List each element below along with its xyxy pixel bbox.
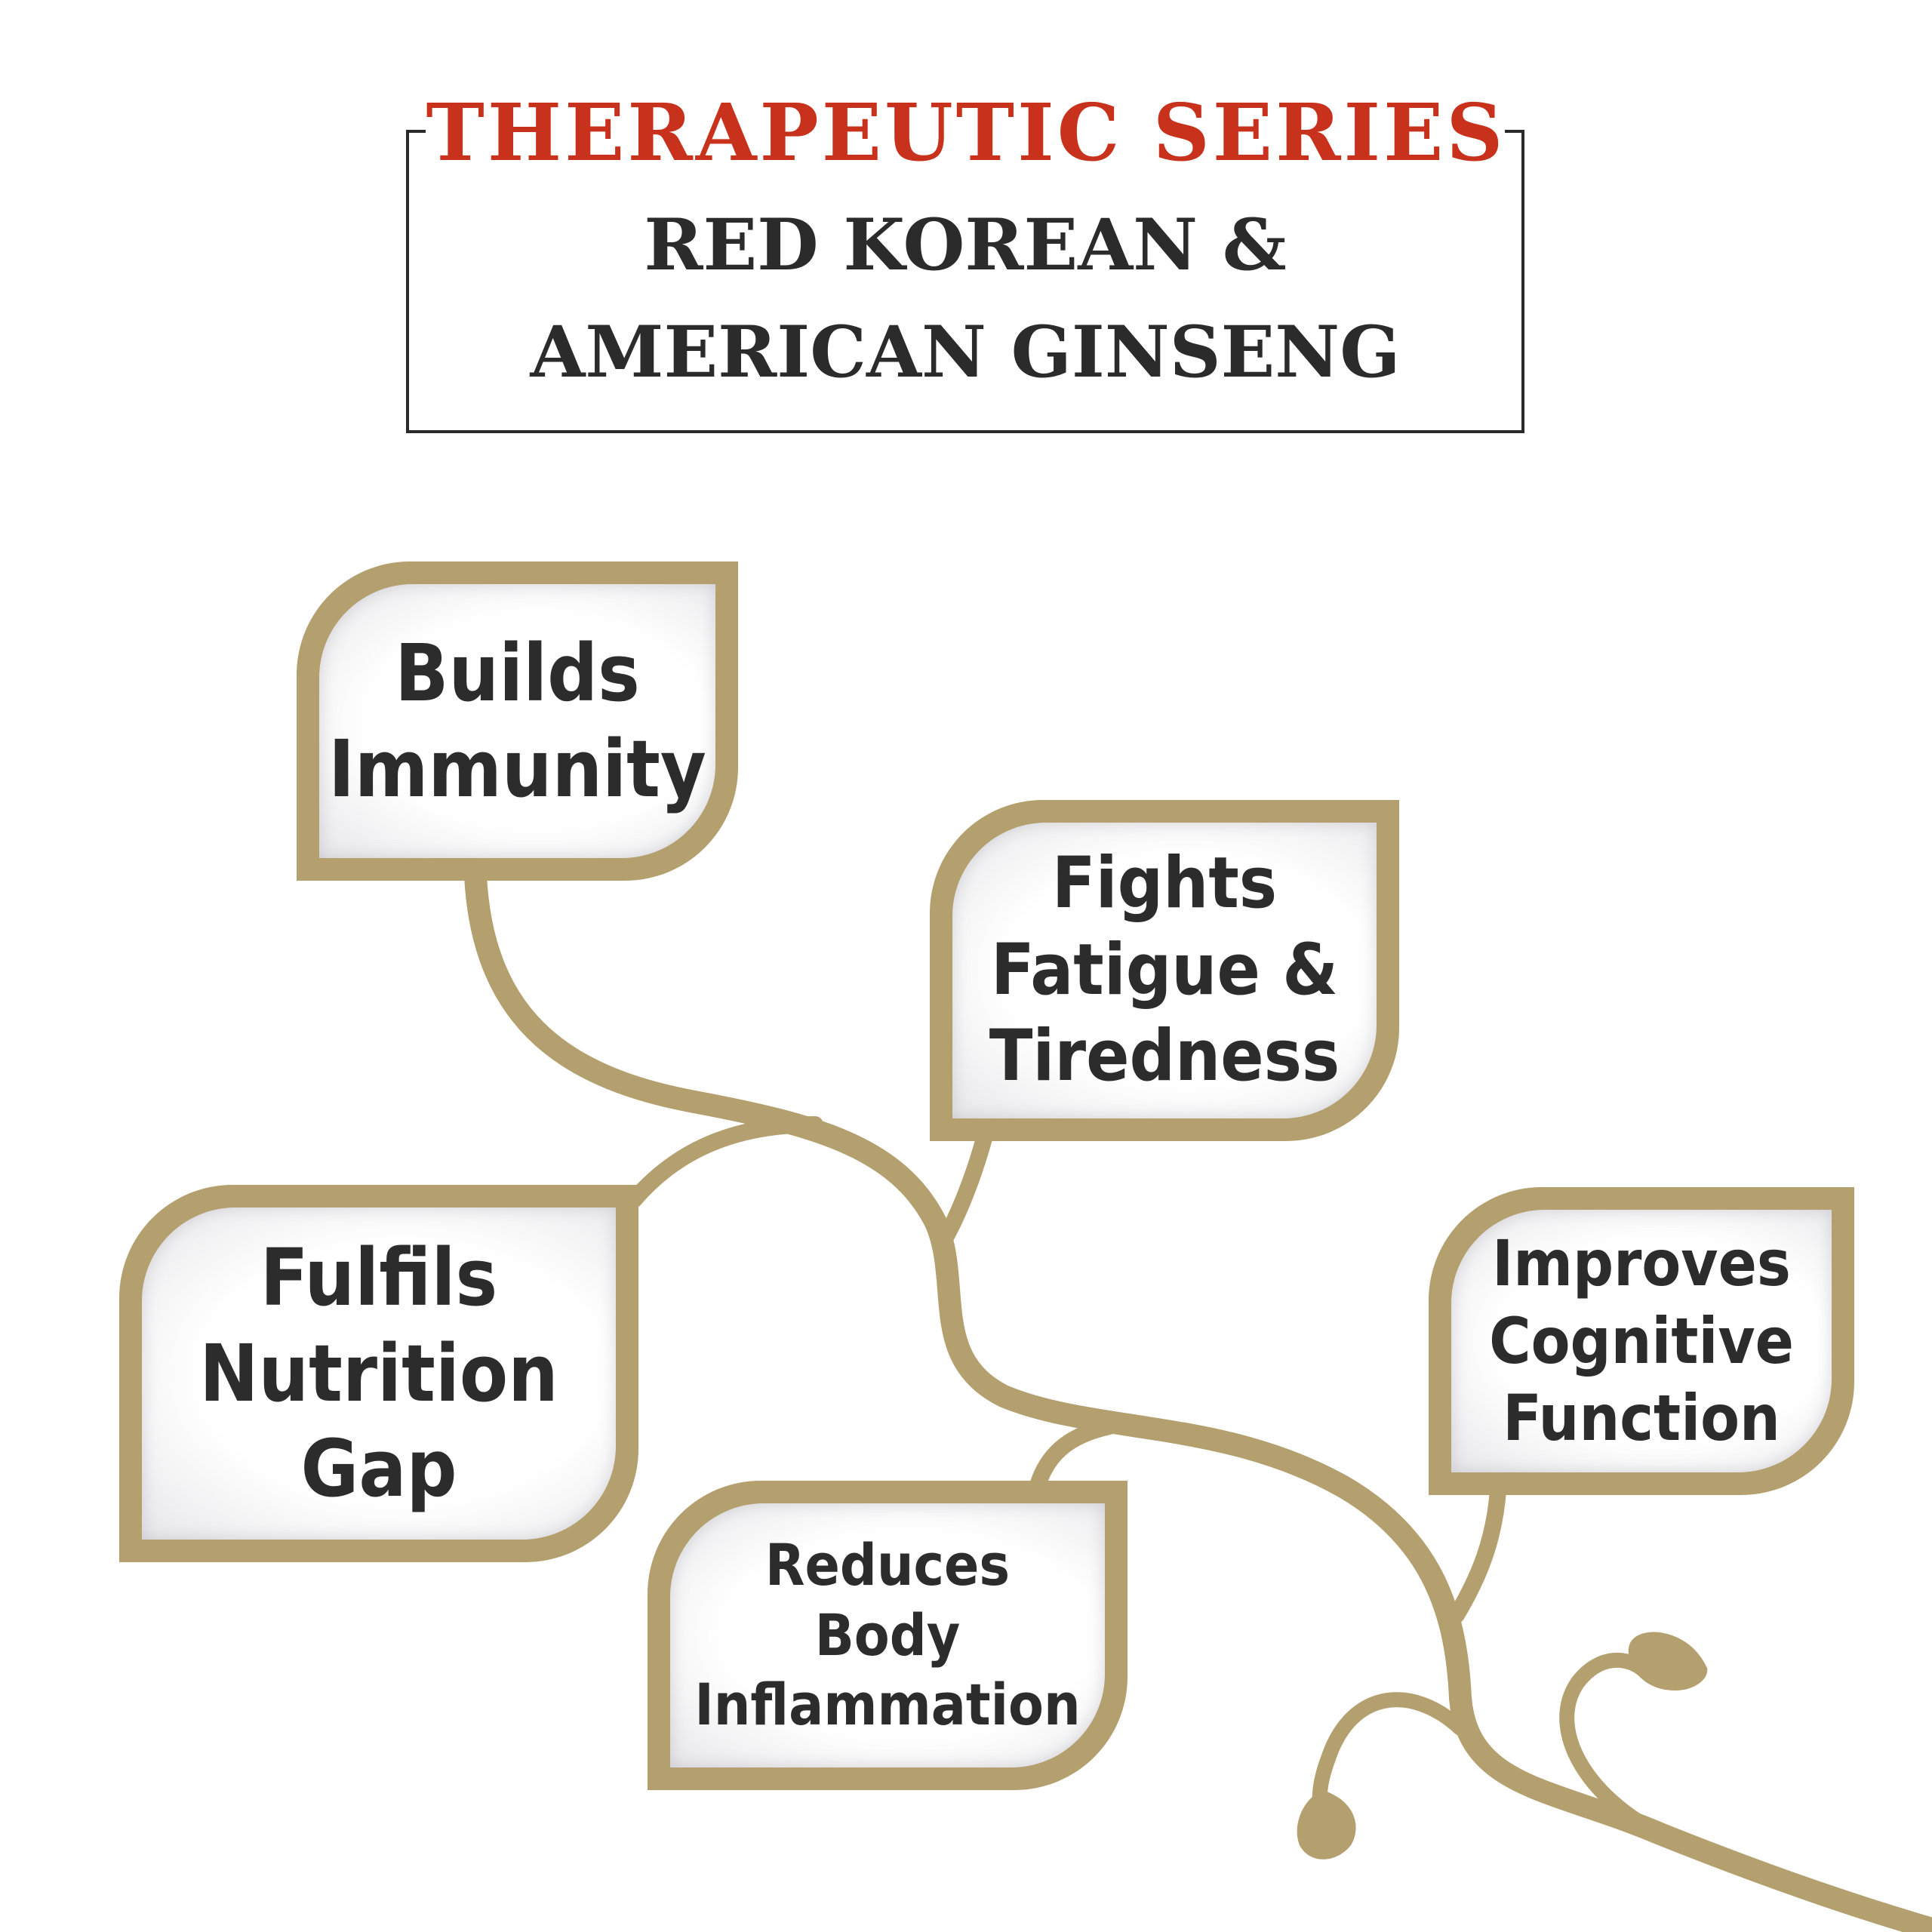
title-frame-top-left <box>406 130 426 133</box>
title-frame <box>406 130 1524 433</box>
benefit-text: Body <box>814 1601 961 1669</box>
benefit-leaf-inner: Builds Immunity <box>319 584 715 858</box>
vine-branch-inflammation <box>1029 1418 1118 1494</box>
benefit-text: Improves <box>1492 1226 1791 1301</box>
product-title-line-1: RED KOREAN & <box>644 204 1287 287</box>
benefit-text: Function <box>1503 1381 1780 1456</box>
vine-branch-fatigue <box>935 1128 993 1250</box>
benefit-text: Immunity <box>328 722 706 815</box>
benefit-text: Tiredness <box>989 1015 1340 1098</box>
benefit-text: Nutrition <box>199 1327 558 1420</box>
vine-bud-left <box>1297 1790 1356 1860</box>
benefit-text: Gap <box>300 1423 457 1515</box>
benefit-text: Builds <box>395 626 640 719</box>
benefit-text: Inflammation <box>694 1671 1081 1739</box>
benefit-leaf-fights-fatigue: Fights Fatigue & Tiredness <box>930 800 1399 1141</box>
benefit-text: Fatigue & <box>990 928 1339 1011</box>
benefit-text: Fights <box>1051 841 1278 924</box>
benefit-leaf-fulfils-nutrition: Fulfils Nutrition Gap <box>119 1185 638 1562</box>
title-frame-top-right <box>1505 130 1524 133</box>
vine-branch-cognitive <box>1448 1482 1506 1623</box>
benefit-leaf-improves-cognitive: Improves Cognitive Function <box>1429 1187 1854 1495</box>
benefit-text: Reduces <box>764 1531 1011 1598</box>
benefit-leaf-inner: Reduces Body Inflammation <box>670 1503 1105 1767</box>
vine-main-stem <box>464 864 1932 1932</box>
vine-bud-right <box>1628 1632 1708 1690</box>
benefit-leaf-inner: Fights Fatigue & Tiredness <box>952 823 1377 1118</box>
vine-branch-nutrition <box>626 1116 823 1208</box>
series-label: THERAPEUTIC SERIES <box>426 86 1506 179</box>
benefit-leaf-inner: Fulfils Nutrition Gap <box>142 1208 616 1540</box>
product-title-line-2: AMERICAN GINSENG <box>530 311 1401 394</box>
benefit-leaf-builds-immunity: Builds Immunity <box>297 561 738 881</box>
benefit-text: Fulfils <box>260 1231 498 1324</box>
benefit-leaf-inner: Improves Cognitive Function <box>1451 1210 1832 1472</box>
benefit-leaf-reduces-inflammation: Reduces Body Inflammation <box>648 1481 1128 1790</box>
vine-curl-right <box>1559 1652 1668 1841</box>
benefit-text: Cognitive <box>1489 1303 1794 1378</box>
